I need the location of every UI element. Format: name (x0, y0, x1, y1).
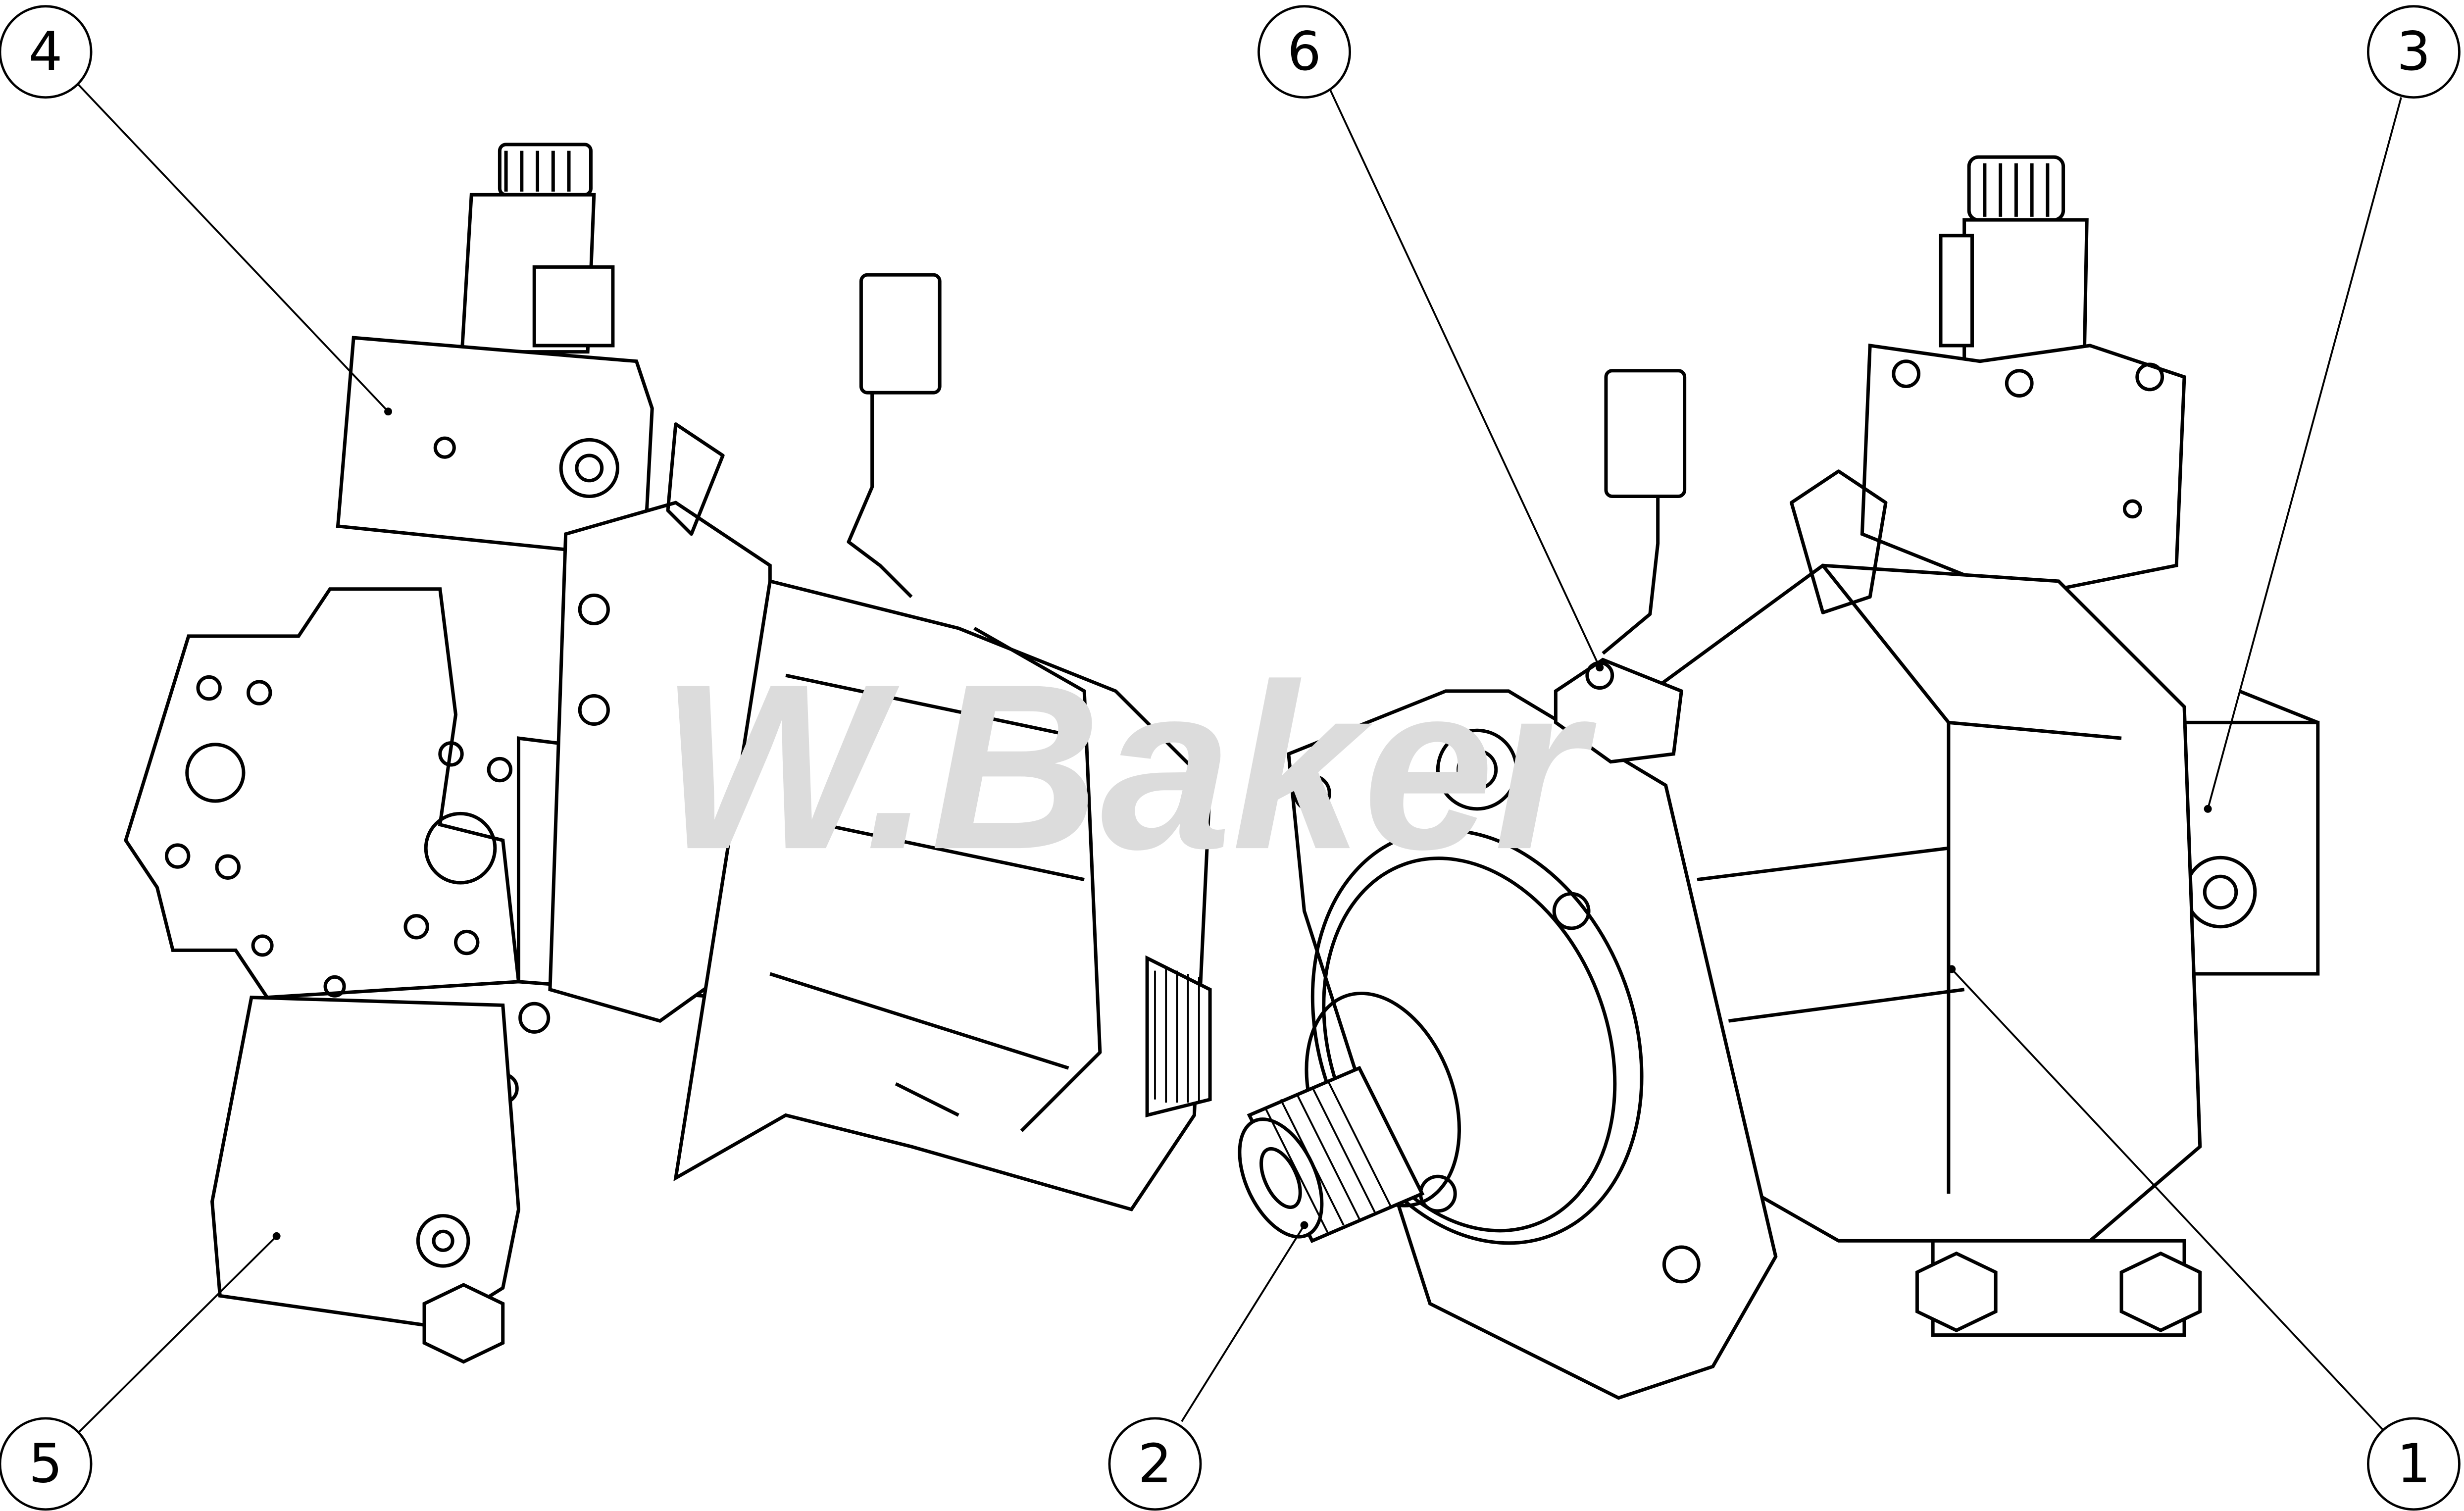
left-pump-assembly (124, 143, 1212, 1364)
housing-left (673, 579, 1212, 1211)
svg-text:3: 3 (2397, 21, 2431, 83)
callout-6: 6 (1257, 5, 1351, 99)
callout-5: 5 (0, 1417, 93, 1511)
spline-shaft-left (1145, 955, 1212, 1117)
sensor-connector-right (1604, 369, 1687, 499)
svg-text:1: 1 (2397, 1433, 2431, 1495)
svg-text:5: 5 (29, 1433, 63, 1495)
callout-4: 4 (0, 5, 93, 99)
callout-2: 2 (1108, 1417, 1202, 1511)
sensor-connector-left (859, 273, 942, 395)
hex-plug-right-2 (2119, 1251, 2202, 1333)
callout-1: 1 (2366, 1417, 2461, 1511)
lower-valve-block (210, 995, 520, 1329)
right-pump-assembly (1238, 155, 2320, 1400)
upper-valve-block-right (1860, 343, 2186, 599)
mounting-plate (124, 587, 521, 1000)
svg-text:6: 6 (1287, 21, 1321, 83)
hex-plug-right-1 (1915, 1251, 1998, 1333)
svg-text:2: 2 (1138, 1433, 1172, 1495)
svg-text:4: 4 (29, 21, 63, 83)
speed-sensor (1554, 657, 1684, 764)
connector (532, 265, 615, 348)
callout-3: 3 (2366, 5, 2461, 99)
solenoid-knob (498, 143, 593, 197)
upper-valve-block (336, 336, 654, 560)
leader-lines (78, 84, 2402, 1433)
hex-plug-left (422, 1283, 505, 1364)
